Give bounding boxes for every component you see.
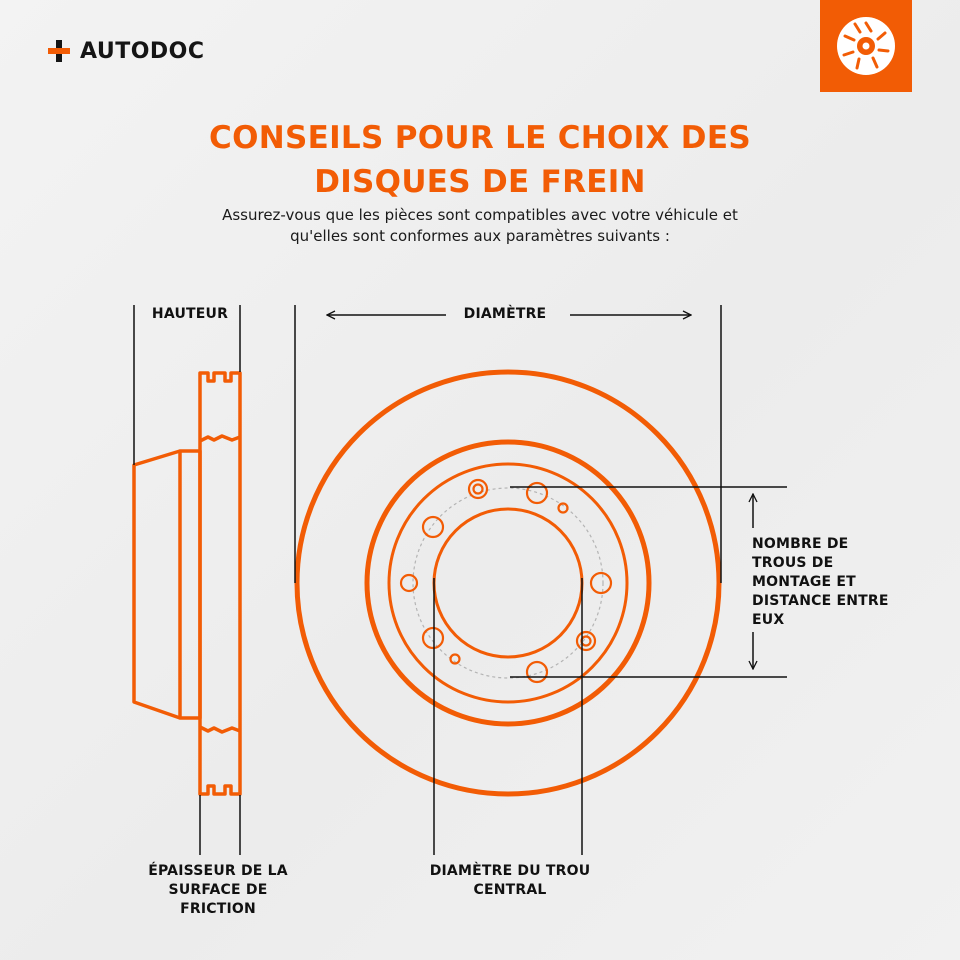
disc-side-profile — [132, 371, 242, 796]
label-line: NOMBRE DE — [752, 536, 849, 552]
mounting-hole — [421, 626, 445, 650]
page-subtitle: Assurez-vous que les pièces sont compati… — [0, 205, 960, 247]
subtitle-line-2: qu'elles sont conformes aux paramètres s… — [290, 227, 670, 245]
label-line: TROUS DE — [752, 555, 834, 571]
brand-name: AUTODOC — [80, 38, 205, 64]
brake-disc-icon — [837, 17, 895, 75]
brake-disc-badge — [820, 0, 912, 92]
disc-hub-section — [178, 449, 202, 720]
label-nombre-de-trous: NOMBRE DE TROUS DE MONTAGE ET DISTANCE E… — [752, 535, 927, 630]
mounting-hole-small — [449, 653, 461, 665]
mounting-hole — [467, 478, 489, 500]
title-line-1: CONSEILS POUR LE CHOIX DES — [209, 120, 751, 156]
autodoc-logo[interactable]: AUTODOC — [48, 38, 205, 64]
subtitle-line-1: Assurez-vous que les pièces sont compati… — [222, 206, 738, 224]
bolt-circle — [412, 487, 604, 679]
disc-vent-line-top — [199, 434, 241, 443]
mounting-hole — [399, 573, 419, 593]
plus-icon — [48, 40, 70, 62]
disc-hat-section — [132, 449, 181, 720]
disc-outer-ring — [294, 369, 722, 797]
label-line: EUX — [752, 612, 785, 628]
disc-friction-inner-ring — [364, 439, 652, 727]
label-line: SURFACE DE — [168, 882, 268, 898]
mounting-hole — [589, 571, 613, 595]
page-title: CONSEILS POUR LE CHOIX DES DISQUES DE FR… — [0, 116, 960, 204]
label-hauteur: HAUTEUR — [151, 306, 229, 322]
label-line: FRICTION — [180, 901, 256, 917]
label-line: ÉPAISSEUR DE LA — [148, 863, 288, 879]
disc-center-bore — [432, 507, 584, 659]
mounting-hole — [421, 515, 445, 539]
label-epaisseur: ÉPAISSEUR DE LA SURFACE DE FRICTION — [118, 862, 318, 919]
mounting-hole-small — [557, 502, 569, 514]
disc-vent-line-bottom — [199, 725, 241, 734]
label-line: DISTANCE ENTRE — [752, 593, 889, 609]
title-line-2: DISQUES DE FREIN — [314, 164, 646, 200]
mounting-hole — [575, 630, 597, 652]
mounting-hole — [525, 481, 549, 505]
label-diametre: DIAMÈTRE — [463, 306, 547, 322]
disc-friction-rim — [198, 371, 242, 796]
mounting-holes — [399, 478, 613, 684]
label-diametre-trou-central: DIAMÈTRE DU TROU CENTRAL — [405, 862, 615, 900]
label-line: MONTAGE ET — [752, 574, 856, 590]
disc-hub-ring — [387, 462, 629, 704]
label-line: CENTRAL — [473, 882, 547, 898]
dimension-lines — [133, 305, 787, 855]
disc-front-view — [294, 369, 722, 797]
mounting-hole — [525, 660, 549, 684]
label-line: DIAMÈTRE DU TROU — [429, 863, 591, 879]
mounting-hole-inner — [472, 483, 484, 495]
